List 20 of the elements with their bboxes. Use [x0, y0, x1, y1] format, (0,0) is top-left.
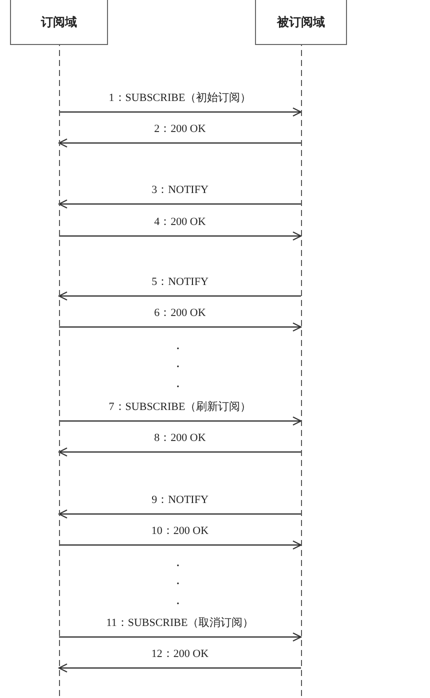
message-arrow	[59, 632, 302, 642]
message-arrow	[59, 416, 302, 426]
participant-label: 订阅域	[41, 14, 77, 31]
ellipsis-dot: ·	[176, 578, 180, 592]
message-arrow	[58, 138, 301, 148]
message-arrow	[59, 231, 302, 241]
ellipsis-dot: ·	[176, 381, 180, 395]
message-arrow	[59, 540, 302, 550]
ellipsis-dot: ·	[176, 560, 180, 574]
ellipsis-dot: ·	[176, 598, 180, 612]
message-arrow	[59, 107, 302, 117]
participant-label: 被订阅域	[277, 14, 325, 31]
message-arrow	[58, 291, 301, 301]
ellipsis-dot: ·	[176, 361, 180, 375]
message-arrow	[58, 447, 301, 457]
message-arrow	[59, 322, 302, 332]
message-arrow	[58, 509, 301, 519]
ellipsis-dot: ·	[176, 343, 180, 357]
message-arrow	[58, 663, 301, 673]
message-arrow	[58, 199, 301, 209]
